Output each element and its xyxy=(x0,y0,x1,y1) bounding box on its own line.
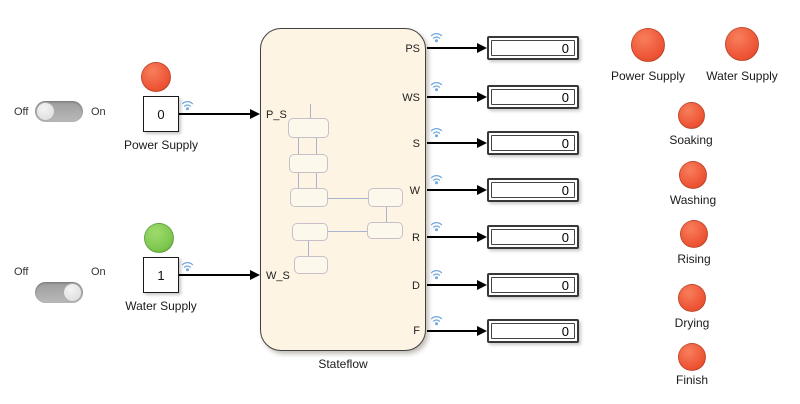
output-port-label: WS xyxy=(402,92,420,104)
output-port-label: D xyxy=(412,280,420,292)
wire-arrowhead xyxy=(250,270,260,280)
constant-value: 1 xyxy=(157,267,165,283)
state-box xyxy=(367,222,403,239)
display-value: 0 xyxy=(561,277,569,293)
water-supply-constant-block[interactable]: 1 xyxy=(143,257,179,293)
transition-line xyxy=(310,104,311,118)
transition-line xyxy=(298,138,299,154)
lamp-label: Power Supply xyxy=(610,69,686,83)
stateflow-block-label: Stateflow xyxy=(318,357,368,371)
display-block-w[interactable]: 0 xyxy=(487,178,579,202)
indicator-lamp-drying xyxy=(678,284,706,312)
wire-arrowhead xyxy=(477,232,487,242)
signal-wire xyxy=(427,47,478,49)
lamp-label: Finish xyxy=(675,373,708,387)
lamp-label: Soaking xyxy=(669,133,713,147)
wifi-icon xyxy=(430,33,443,43)
wire-arrowhead xyxy=(477,138,487,148)
wifi-icon xyxy=(430,82,443,92)
display-block-ws[interactable]: 0 xyxy=(487,85,579,109)
wifi-icon xyxy=(430,175,443,185)
transition-line xyxy=(298,173,299,188)
input-port-label: W_S xyxy=(266,270,290,282)
wire-arrowhead xyxy=(477,185,487,195)
signal-wire xyxy=(427,142,478,144)
lamp-label: Rising xyxy=(677,252,711,266)
transition-line xyxy=(308,241,309,256)
display-block-r[interactable]: 0 xyxy=(487,225,579,249)
power-supply-block-label: Power Supply xyxy=(123,138,199,152)
wire-arrowhead xyxy=(477,43,487,53)
state-box xyxy=(292,223,328,241)
power-supply-lamp xyxy=(141,62,171,92)
transition-line xyxy=(316,173,317,188)
switch-off-label: Off xyxy=(14,106,29,118)
wifi-icon xyxy=(430,316,443,326)
switch-knob xyxy=(63,283,82,302)
wire-arrowhead xyxy=(477,92,487,102)
stateflow-chart-block[interactable]: P_S W_S PS WS S W R D F xyxy=(260,28,426,351)
state-box xyxy=(368,188,403,207)
indicator-lamp-finish xyxy=(678,343,706,371)
indicator-lamp-washing xyxy=(679,161,707,189)
display-block-s[interactable]: 0 xyxy=(487,131,579,155)
switch-on-label: On xyxy=(91,266,106,278)
signal-wire xyxy=(427,284,478,286)
transition-line xyxy=(316,138,317,154)
state-box xyxy=(289,154,328,173)
display-value: 0 xyxy=(561,89,569,105)
signal-wire xyxy=(179,113,251,115)
signal-wire xyxy=(427,189,478,191)
power-supply-switch[interactable] xyxy=(35,101,83,122)
wifi-icon xyxy=(430,270,443,280)
indicator-lamp-power-supply xyxy=(631,28,665,62)
signal-wire xyxy=(427,330,478,332)
constant-value: 0 xyxy=(157,106,165,122)
state-box xyxy=(288,118,329,138)
output-port-label: R xyxy=(412,232,420,244)
output-port-label: S xyxy=(412,138,420,150)
output-port-label: W xyxy=(409,185,420,197)
wire-arrowhead xyxy=(250,109,260,119)
water-supply-switch[interactable] xyxy=(35,282,83,303)
water-supply-block-label: Water Supply xyxy=(125,299,197,313)
power-supply-constant-block[interactable]: 0 xyxy=(143,96,179,132)
transition-line xyxy=(328,198,368,199)
display-block-d[interactable]: 0 xyxy=(487,273,579,297)
wire-arrowhead xyxy=(477,326,487,336)
wifi-icon xyxy=(430,128,443,138)
display-block-f[interactable]: 0 xyxy=(487,319,579,343)
state-box xyxy=(290,188,328,207)
display-value: 0 xyxy=(561,40,569,56)
lamp-label: Water Supply xyxy=(706,69,778,83)
display-value: 0 xyxy=(561,135,569,151)
display-value: 0 xyxy=(561,229,569,245)
display-value: 0 xyxy=(561,182,569,198)
wifi-icon xyxy=(430,222,443,232)
switch-off-label: Off xyxy=(14,266,29,278)
lamp-label: Drying xyxy=(674,316,710,330)
signal-wire xyxy=(427,96,478,98)
signal-wire xyxy=(427,236,478,238)
signal-wire xyxy=(179,274,251,276)
display-block-ps[interactable]: 0 xyxy=(487,36,579,60)
display-value: 0 xyxy=(561,323,569,339)
wifi-icon xyxy=(181,262,194,272)
water-supply-lamp xyxy=(144,223,174,253)
transition-line xyxy=(386,207,387,222)
switch-knob xyxy=(36,102,55,121)
indicator-lamp-water-supply xyxy=(725,27,759,61)
lamp-label: Washing xyxy=(669,193,717,207)
wire-arrowhead xyxy=(477,280,487,290)
input-port-label: P_S xyxy=(266,109,287,121)
state-box xyxy=(294,256,328,274)
transition-line xyxy=(328,231,367,232)
output-port-label: F xyxy=(413,325,420,337)
wifi-icon xyxy=(181,101,194,111)
indicator-lamp-soaking xyxy=(678,102,705,129)
switch-on-label: On xyxy=(91,106,106,118)
output-port-label: PS xyxy=(405,43,420,55)
indicator-lamp-rising xyxy=(680,220,708,248)
